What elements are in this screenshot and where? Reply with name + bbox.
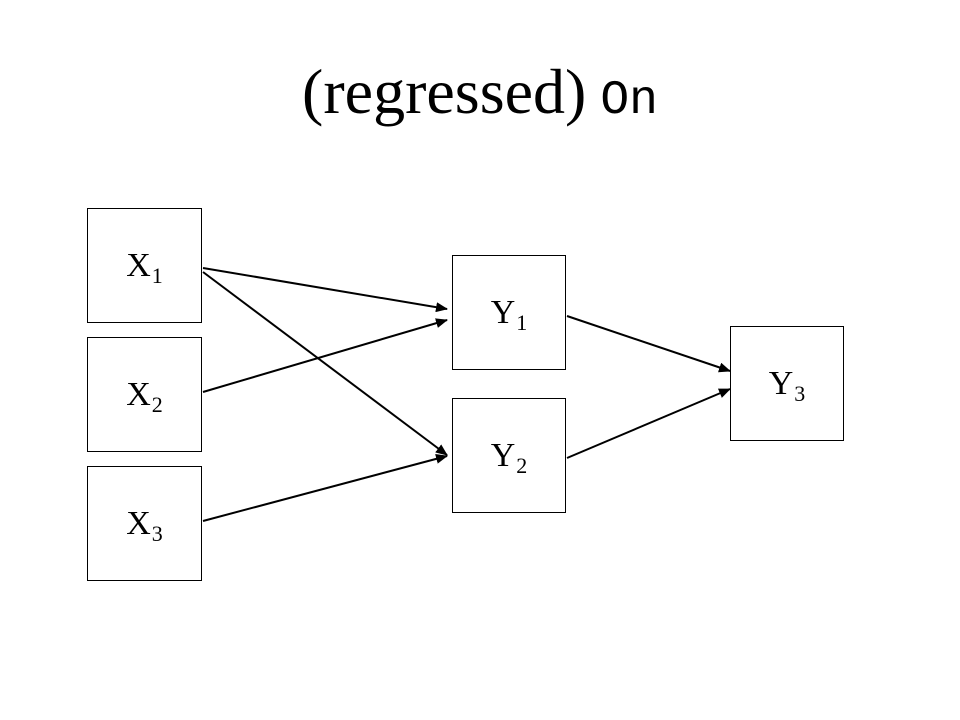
edge-y1-y3	[566, 315, 731, 373]
edge-x2-y1	[202, 318, 448, 393]
edge-x1-y2	[202, 271, 448, 456]
node-y1-subscript: 1	[516, 309, 528, 335]
title-main: (regressed)	[302, 56, 587, 127]
node-x1-subscript: 1	[151, 262, 163, 288]
node-x3-subscript: 3	[151, 520, 163, 546]
node-x1-letter: X	[126, 246, 151, 284]
node-x2-letter: X	[126, 375, 151, 413]
edge-y2-y3	[566, 388, 731, 459]
node-y3-letter: Y	[768, 364, 794, 402]
node-y3-subscript: 3	[794, 380, 806, 406]
page-title: (regressed)On	[0, 52, 960, 141]
node-y2-subscript: 2	[516, 452, 528, 478]
node-x3-letter: X	[126, 504, 151, 542]
node-x2-subscript: 2	[151, 391, 163, 417]
edge-x1-y1	[202, 267, 448, 313]
title-suffix: On	[600, 74, 658, 128]
node-y1-letter: Y	[490, 293, 516, 331]
edge-x3-y2	[202, 454, 448, 522]
node-y2-letter: Y	[490, 436, 516, 474]
